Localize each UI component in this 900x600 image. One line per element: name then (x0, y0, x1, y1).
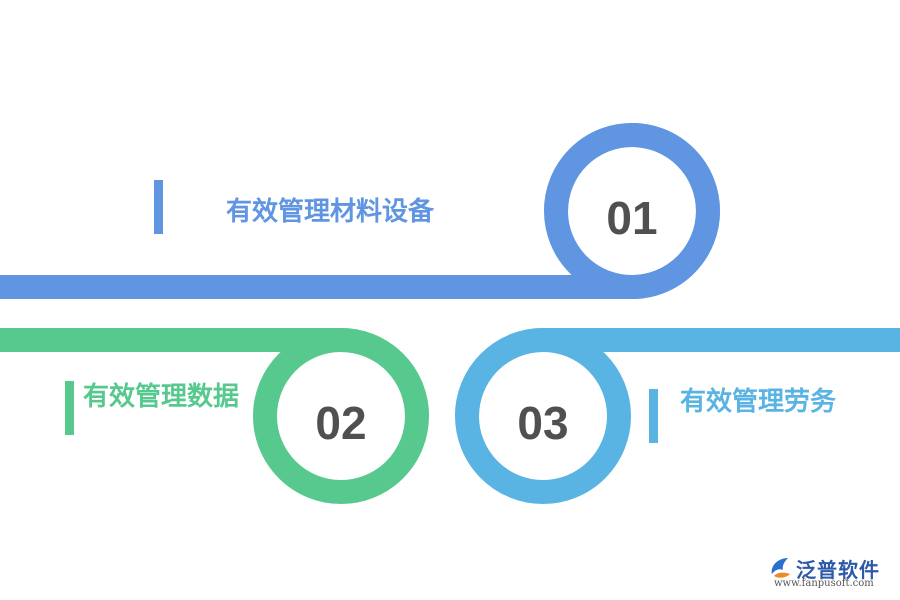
step-03-accent-bar (649, 389, 658, 443)
logo-url: www.fanpusoft.com (774, 578, 874, 589)
fanpu-logo: 泛普软件 www.fanpusoft.com (768, 552, 893, 596)
step-03-number: 03 (517, 397, 568, 449)
step-02-accent-bar (65, 381, 74, 435)
step-01-number: 01 (606, 192, 657, 244)
logo-name: 泛普软件 (796, 558, 880, 582)
step-03-label: 有效管理劳务 (680, 387, 837, 417)
step-01-accent-bar (154, 180, 163, 234)
step-01-ring (544, 123, 720, 299)
step-02-ring (253, 328, 429, 504)
step-02-number: 02 (315, 397, 366, 449)
fanpu-logo-icon (771, 558, 790, 578)
step-02-label: 有效管理数据 (83, 382, 240, 412)
step-01-label: 有效管理材料设备 (226, 197, 435, 227)
step-03-ring (455, 328, 631, 504)
